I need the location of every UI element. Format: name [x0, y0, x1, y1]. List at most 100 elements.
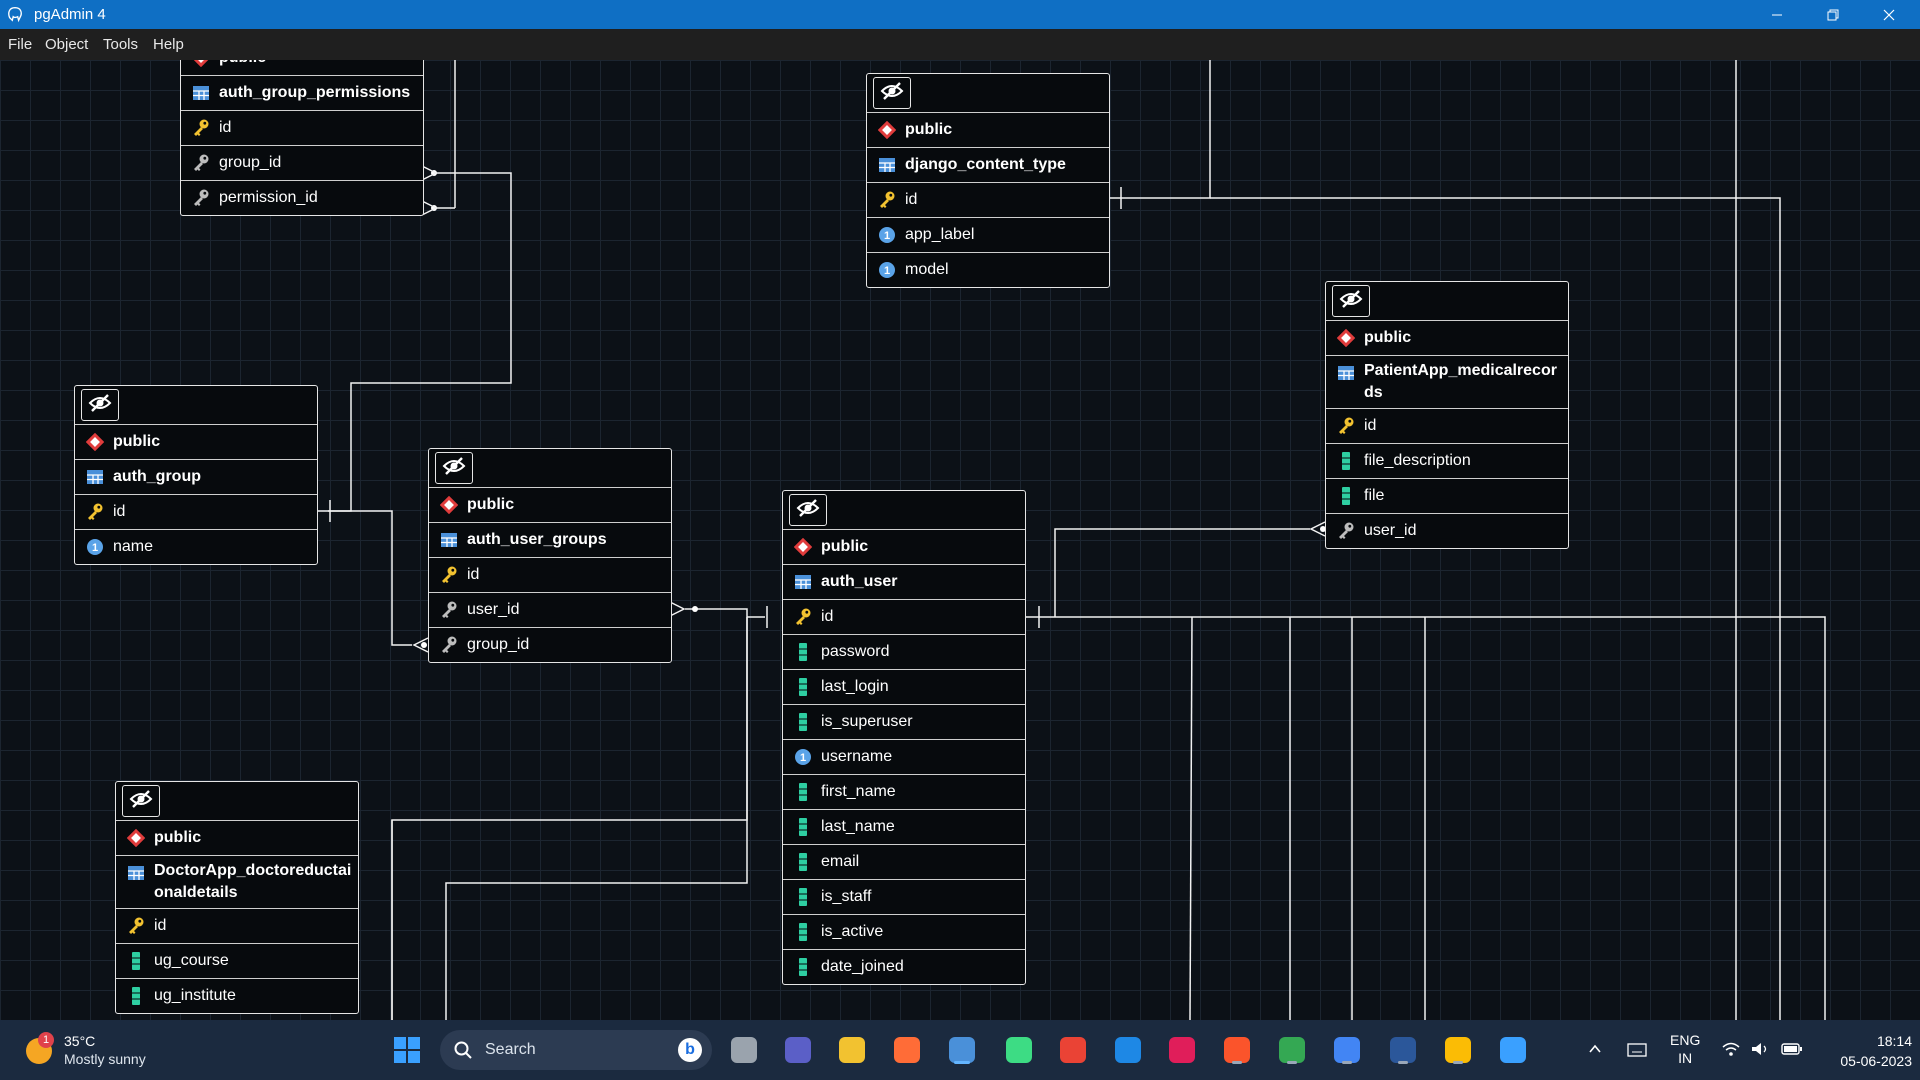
- tray-chevron-icon[interactable]: [1587, 1041, 1603, 1062]
- battery-icon[interactable]: [1781, 1042, 1803, 1061]
- column-icon: [793, 712, 813, 732]
- column-row[interactable]: password: [783, 634, 1025, 669]
- column-row[interactable]: id: [75, 494, 317, 529]
- schema-icon: [1336, 328, 1356, 348]
- column-row[interactable]: ug_course: [116, 943, 358, 978]
- slack-icon[interactable]: [1164, 1032, 1200, 1068]
- android-studio-icon[interactable]: [1001, 1032, 1037, 1068]
- column-row[interactable]: last_name: [783, 809, 1025, 844]
- column-row[interactable]: id: [181, 110, 423, 145]
- crows-foot-0: [421, 165, 438, 181]
- word-icon[interactable]: [1385, 1032, 1421, 1068]
- column-row[interactable]: date_joined: [783, 949, 1025, 984]
- column-row[interactable]: last_login: [783, 669, 1025, 704]
- column-icon: [1336, 486, 1356, 506]
- table-name: auth_user_groups: [467, 531, 607, 548]
- column-row[interactable]: id: [429, 557, 671, 592]
- notepad-icon[interactable]: [1495, 1032, 1531, 1068]
- column-row[interactable]: first_name: [783, 774, 1025, 809]
- column-row[interactable]: id: [1326, 408, 1568, 443]
- hide-details-button[interactable]: [789, 494, 827, 526]
- close-button[interactable]: [1861, 0, 1917, 29]
- column-row[interactable]: id: [783, 599, 1025, 634]
- gmail-icon[interactable]: [1055, 1032, 1091, 1068]
- keyboard-icon[interactable]: [1627, 1042, 1647, 1063]
- column-row[interactable]: user_id: [1326, 513, 1568, 548]
- menu-tools[interactable]: Tools: [103, 36, 139, 53]
- running-indicator: [954, 1061, 970, 1064]
- primary-key-icon: [191, 118, 211, 138]
- weather-widget[interactable]: 1 35°C Mostly sunny: [24, 1032, 174, 1072]
- table-name-row: PatientApp_medicalrecords: [1326, 355, 1568, 408]
- postman-icon[interactable]: [889, 1032, 925, 1068]
- menu-help[interactable]: Help: [153, 36, 184, 53]
- clock[interactable]: 18:14 05-06-2023: [1816, 1031, 1912, 1071]
- hide-details-button[interactable]: [873, 77, 911, 109]
- column-row[interactable]: file_description: [1326, 443, 1568, 478]
- volume-icon[interactable]: [1750, 1041, 1770, 1062]
- hide-details-button[interactable]: [122, 785, 160, 817]
- pgadmin-icon[interactable]: [944, 1032, 980, 1068]
- title-bar: pgAdmin 4: [0, 0, 1920, 29]
- column-row[interactable]: group_id: [429, 627, 671, 662]
- unique-column-icon: 1: [85, 537, 105, 557]
- wifi-icon[interactable]: [1721, 1041, 1741, 1062]
- restore-button[interactable]: [1805, 0, 1861, 29]
- unique-column-icon: 1: [877, 260, 897, 280]
- schema-name: public: [821, 538, 869, 555]
- clock-time: 18:14: [1876, 1033, 1912, 1049]
- file-explorer-icon[interactable]: [834, 1032, 870, 1068]
- column-row[interactable]: user_id: [429, 592, 671, 627]
- taskbar-search[interactable]: Search b: [440, 1030, 712, 1070]
- column-row[interactable]: id: [867, 182, 1109, 217]
- menu-file[interactable]: File: [8, 36, 33, 53]
- minimize-button[interactable]: [1749, 0, 1805, 29]
- column-row[interactable]: is_staff: [783, 879, 1025, 914]
- eye-slash-icon: [796, 498, 820, 523]
- column-icon: [793, 957, 813, 977]
- column-row[interactable]: ug_institute: [116, 978, 358, 1013]
- chrome-work-icon[interactable]: [1440, 1032, 1476, 1068]
- clock-date: 05-06-2023: [1840, 1053, 1912, 1069]
- table-name-row: auth_user: [783, 564, 1025, 599]
- column-row[interactable]: id: [116, 908, 358, 943]
- table-name-row: auth_user_groups: [429, 522, 671, 557]
- meet-icon[interactable]: [780, 1032, 816, 1068]
- hide-details-button[interactable]: [1332, 285, 1370, 317]
- chrome-icon[interactable]: [1274, 1032, 1310, 1068]
- table-auth-group-permissions[interactable]: publicauth_group_permissionsidgroup_idpe…: [180, 60, 424, 216]
- primary-key-icon: [126, 916, 146, 936]
- task-view-icon[interactable]: [726, 1032, 762, 1068]
- column-row[interactable]: email: [783, 844, 1025, 879]
- hide-details-button[interactable]: [81, 389, 119, 421]
- erd-canvas[interactable]: publicauth_group_permissionsidgroup_idpe…: [0, 60, 1920, 1020]
- language-indicator[interactable]: ENG IN: [1670, 1031, 1700, 1067]
- chrome-profile-icon[interactable]: [1329, 1032, 1365, 1068]
- column-row[interactable]: group_id: [181, 145, 423, 180]
- column-icon: [793, 887, 813, 907]
- column-row[interactable]: is_superuser: [783, 704, 1025, 739]
- column-row[interactable]: permission_id: [181, 180, 423, 215]
- column-row[interactable]: file: [1326, 478, 1568, 513]
- schema-name: public: [905, 121, 953, 138]
- brave-icon[interactable]: [1219, 1032, 1255, 1068]
- start-icon[interactable]: [389, 1032, 425, 1068]
- schema-icon: [85, 432, 105, 452]
- column-icon: [1336, 451, 1356, 471]
- column-name: permission_id: [219, 189, 318, 206]
- link-contenttype-right: [1210, 197, 1781, 1020]
- vscode-icon[interactable]: [1110, 1032, 1146, 1068]
- menu-object[interactable]: Object: [45, 36, 89, 53]
- column-row[interactable]: is_active: [783, 914, 1025, 949]
- hide-details-button[interactable]: [435, 452, 473, 484]
